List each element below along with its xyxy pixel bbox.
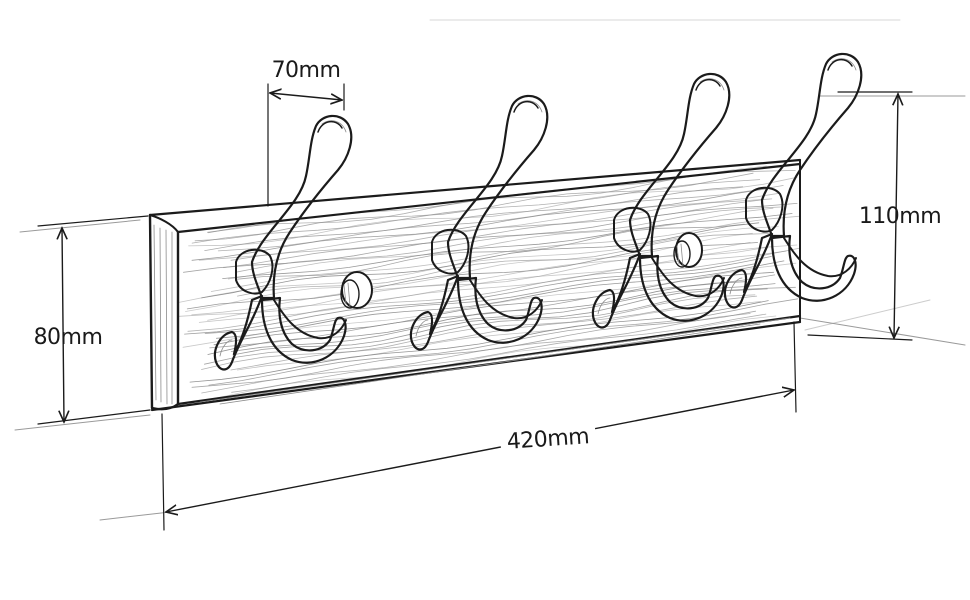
grain-line	[194, 172, 754, 242]
grain-line	[201, 294, 756, 370]
dimension-lines: 70mm 110mm 80mm 420mm	[34, 58, 942, 531]
mounting-holes	[340, 232, 703, 309]
dimension-label-board-length: 420mm	[506, 424, 590, 455]
dimension-hook-height: 110mm	[807, 91, 942, 341]
grain-line	[216, 260, 785, 339]
grain-line	[201, 313, 751, 394]
grain-line	[230, 295, 758, 371]
grain-line	[210, 215, 799, 292]
grain-line	[207, 281, 746, 355]
grain-line	[235, 223, 745, 280]
grain-line	[201, 222, 760, 299]
grain-line	[186, 242, 758, 310]
grain-line	[189, 300, 769, 383]
grain-line	[187, 247, 800, 332]
dimension-label-hook-spacing: 70mm	[272, 58, 341, 83]
triple-hook	[591, 72, 731, 329]
dimension-board-height: 80mm	[34, 215, 151, 425]
grain-line	[184, 256, 772, 335]
grain-line	[213, 271, 774, 346]
dimension-label-hook-height: 110mm	[859, 204, 941, 229]
dimension-hook-spacing: 70mm	[267, 58, 345, 207]
grain-line	[231, 313, 767, 393]
grain-line	[191, 179, 761, 244]
dimension-label-board-height: 80mm	[34, 325, 103, 350]
mounting-hole	[673, 232, 703, 268]
grain-line	[204, 186, 744, 251]
grain-line	[178, 226, 779, 303]
grain-line	[237, 301, 761, 371]
grain-line	[230, 198, 773, 261]
hooks	[213, 52, 863, 371]
grain-line	[230, 283, 776, 352]
construction-lines	[14, 19, 966, 521]
triple-hook	[409, 94, 549, 351]
triple-hook	[723, 52, 863, 309]
grain-line	[222, 213, 793, 279]
mounting-hole	[340, 271, 373, 309]
grain-line	[234, 206, 781, 273]
triple-hook	[213, 114, 353, 371]
dimension-board-length: 420mm	[161, 321, 797, 531]
